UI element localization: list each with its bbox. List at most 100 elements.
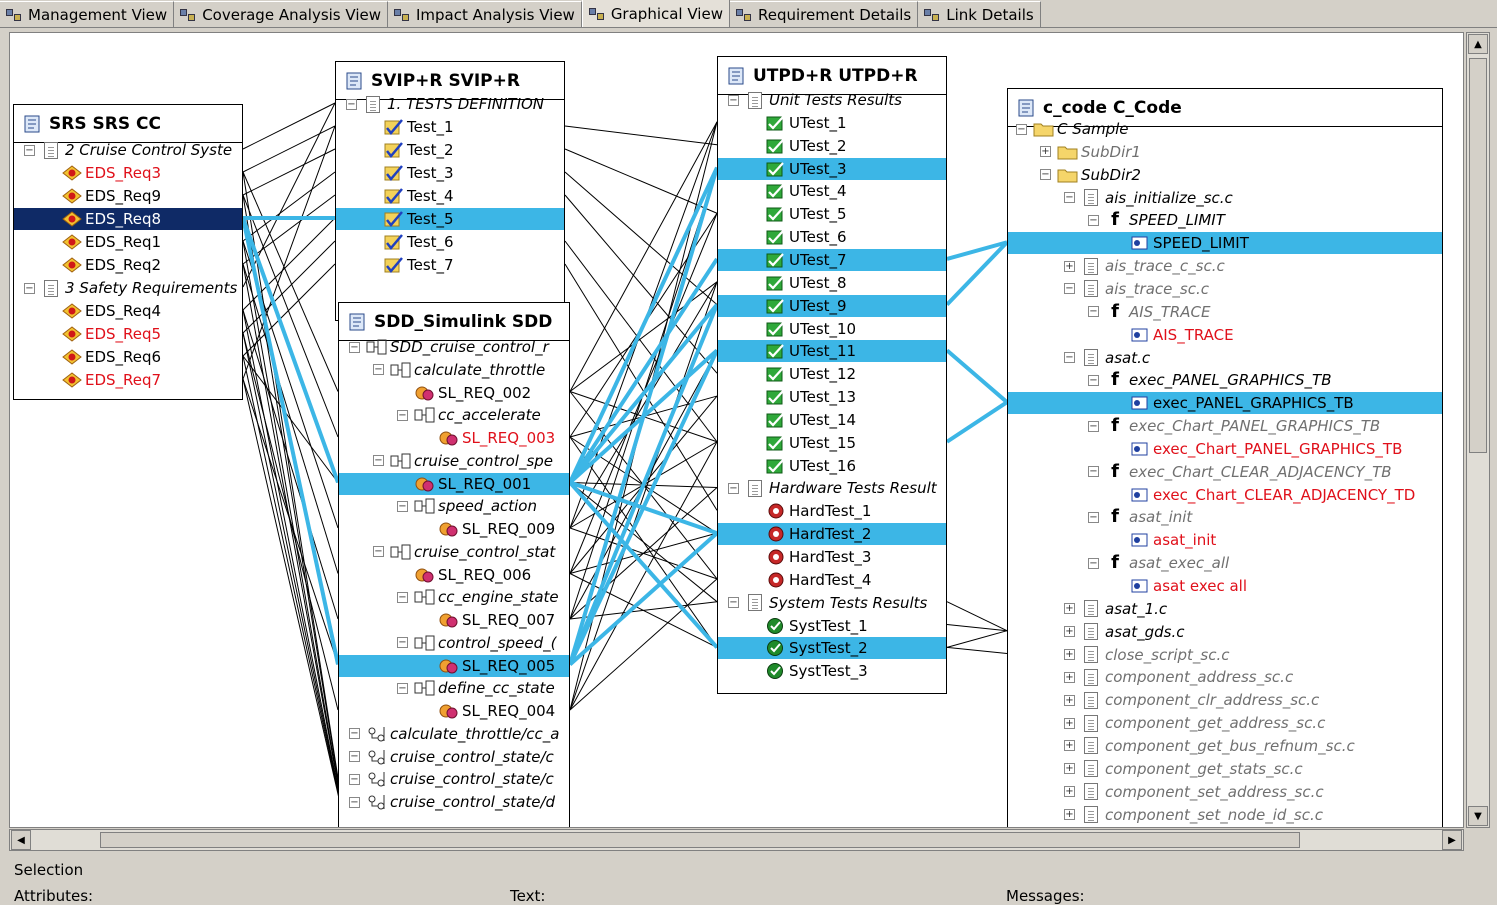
- tree-item[interactable]: −cruise_control_spe: [339, 450, 569, 472]
- collapse-toggle-icon[interactable]: −: [24, 282, 35, 294]
- tree-item[interactable]: UTest_14: [718, 409, 946, 431]
- tab-link-details[interactable]: Link Details: [918, 1, 1041, 27]
- collapse-toggle-icon[interactable]: −: [397, 591, 408, 603]
- tab-requirement-details[interactable]: Requirement Details: [729, 1, 919, 27]
- tree-item[interactable]: SL_REQ_004: [339, 700, 569, 722]
- collapse-toggle-icon[interactable]: −: [1088, 557, 1099, 569]
- panel-sdd[interactable]: SDD_Simulink SDD−SDD_cruise_control_r−ca…: [338, 302, 570, 827]
- tab-impact-analysis-view[interactable]: Impact Analysis View: [388, 1, 582, 27]
- tree-item[interactable]: UTest_9: [718, 294, 946, 317]
- tree-item[interactable]: −Unit Tests Results: [718, 89, 946, 111]
- tree-item[interactable]: EDS_Req4: [14, 300, 242, 322]
- tree-item[interactable]: EDS_Req2: [14, 254, 242, 276]
- tree-item[interactable]: SystTest_2: [718, 637, 946, 660]
- tree-item[interactable]: exec_Chart_CLEAR_ADJACENCY_TD: [1008, 484, 1442, 506]
- tree-item[interactable]: −cruise_control_state/c: [339, 768, 569, 790]
- tree-item[interactable]: +asat_gds.c: [1008, 621, 1442, 643]
- tree-item[interactable]: SL_REQ_007: [339, 609, 569, 631]
- tree-item[interactable]: UTest_12: [718, 363, 946, 385]
- tab-graphical-view[interactable]: Graphical View: [581, 0, 730, 27]
- tree-item[interactable]: +component_get_address_sc.c: [1008, 712, 1442, 734]
- tree-item[interactable]: EDS_Req7: [14, 369, 242, 391]
- tree-item[interactable]: AIS_TRACE: [1008, 324, 1442, 346]
- tree-item[interactable]: −Hardware Tests Result: [718, 477, 946, 499]
- tree-item[interactable]: HardTest_3: [718, 546, 946, 568]
- tree-item[interactable]: −calculate_throttle: [339, 359, 569, 381]
- collapse-toggle-icon[interactable]: −: [397, 682, 408, 694]
- tree-item[interactable]: +close_script_sc.c: [1008, 644, 1442, 666]
- expand-toggle-icon[interactable]: +: [1064, 763, 1075, 775]
- expand-toggle-icon[interactable]: +: [1064, 671, 1075, 683]
- scroll-left-button[interactable]: ◀: [11, 830, 31, 850]
- tree-item[interactable]: EDS_Req9: [14, 185, 242, 207]
- tree-item[interactable]: HardTest_2: [718, 523, 946, 546]
- collapse-toggle-icon[interactable]: −: [349, 751, 360, 762]
- tree-item[interactable]: −ais_trace_sc.c: [1008, 278, 1442, 300]
- tree-item[interactable]: UTest_4: [718, 180, 946, 202]
- tree-item[interactable]: SPEED_LIMIT: [1008, 232, 1442, 255]
- tree-item[interactable]: UTest_16: [718, 455, 946, 477]
- tree-item[interactable]: Test_7: [336, 254, 564, 276]
- tree-item[interactable]: +ais_trace_c_sc.c: [1008, 255, 1442, 277]
- collapse-toggle-icon[interactable]: −: [728, 597, 739, 609]
- collapse-toggle-icon[interactable]: −: [1088, 511, 1099, 523]
- tree-item[interactable]: −cruise_control_state/d: [339, 791, 569, 813]
- tree-item[interactable]: UTest_8: [718, 272, 946, 294]
- vertical-scrollbar[interactable]: ▲ ▼: [1466, 32, 1490, 828]
- tree-item[interactable]: Test_3: [336, 162, 564, 184]
- collapse-toggle-icon[interactable]: −: [373, 455, 384, 467]
- collapse-toggle-icon[interactable]: −: [397, 500, 408, 512]
- expand-toggle-icon[interactable]: +: [1040, 146, 1051, 158]
- tree-item[interactable]: EDS_Req5: [14, 323, 242, 345]
- expand-toggle-icon[interactable]: +: [1064, 626, 1075, 638]
- tree-item[interactable]: SL_REQ_009: [339, 518, 569, 540]
- tree-item[interactable]: Test_5: [336, 208, 564, 230]
- collapse-toggle-icon[interactable]: −: [1088, 306, 1099, 318]
- collapse-toggle-icon[interactable]: −: [373, 364, 384, 376]
- expand-toggle-icon[interactable]: +: [1064, 649, 1075, 661]
- expand-toggle-icon[interactable]: +: [1064, 786, 1075, 798]
- collapse-toggle-icon[interactable]: −: [349, 796, 360, 808]
- collapse-toggle-icon[interactable]: −: [1064, 192, 1075, 204]
- tree-item[interactable]: −ais_initialize_sc.c: [1008, 187, 1442, 209]
- tree-item[interactable]: −2 Cruise Control Syste: [14, 139, 242, 161]
- tree-item[interactable]: −control_speed_(: [339, 632, 569, 654]
- tree-item[interactable]: +SubDir1: [1008, 141, 1442, 163]
- tree-item[interactable]: −SubDir2: [1008, 164, 1442, 186]
- tree-item[interactable]: SL_REQ_001: [339, 472, 569, 495]
- collapse-toggle-icon[interactable]: −: [1064, 352, 1075, 363]
- collapse-toggle-icon[interactable]: −: [1088, 466, 1099, 478]
- tab-management-view[interactable]: Management View: [0, 1, 175, 27]
- horizontal-scroll-thumb[interactable]: [100, 832, 1300, 848]
- tree-item[interactable]: Test_2: [336, 139, 564, 161]
- tree-item[interactable]: +component_get_stats_sc.c: [1008, 758, 1442, 780]
- tree-item[interactable]: −asat.c: [1008, 347, 1442, 369]
- tree-item[interactable]: UTest_7: [718, 248, 946, 271]
- tree-item[interactable]: UTest_1: [718, 112, 946, 134]
- tree-item[interactable]: HardTest_4: [718, 569, 946, 591]
- tree-item[interactable]: UTest_15: [718, 432, 946, 454]
- tree-item[interactable]: +asat_1.c: [1008, 598, 1442, 620]
- expand-toggle-icon[interactable]: +: [1064, 260, 1075, 272]
- tree-item[interactable]: −SDD_cruise_control_r: [339, 336, 569, 358]
- tree-item[interactable]: Test_1: [336, 116, 564, 138]
- scroll-up-button[interactable]: ▲: [1468, 34, 1488, 54]
- collapse-toggle-icon[interactable]: −: [1064, 283, 1075, 295]
- scroll-down-button[interactable]: ▼: [1468, 806, 1488, 826]
- collapse-toggle-icon[interactable]: −: [1088, 374, 1099, 386]
- tree-item[interactable]: SL_REQ_002: [339, 382, 569, 404]
- tree-item[interactable]: +component_set_address_sc.c: [1008, 781, 1442, 803]
- tree-item[interactable]: UTest_13: [718, 386, 946, 408]
- tree-item[interactable]: −C Sample: [1008, 118, 1442, 140]
- expand-toggle-icon[interactable]: +: [1064, 694, 1075, 706]
- tree-item[interactable]: asat exec all: [1008, 575, 1442, 597]
- tree-item[interactable]: UTest_11: [718, 340, 946, 363]
- tree-item[interactable]: −1. TESTS DEFINITION: [336, 93, 564, 115]
- collapse-toggle-icon[interactable]: −: [1040, 169, 1051, 181]
- collapse-toggle-icon[interactable]: −: [346, 98, 357, 110]
